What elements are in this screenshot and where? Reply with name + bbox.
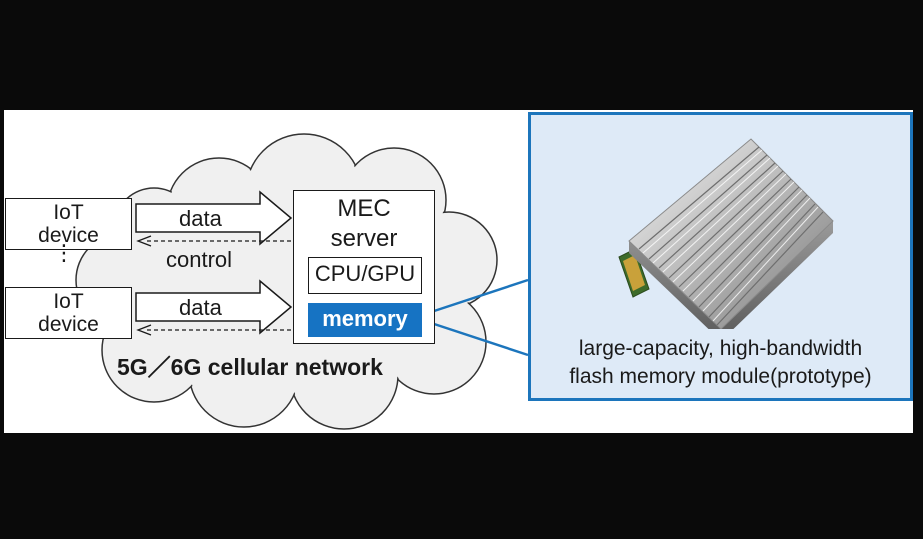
network-label: 5G／6G cellular network [117,354,383,380]
iot-device-box-1: IoT device [5,198,132,250]
control-arrow-2 [136,324,291,336]
memory-module-callout: large-capacity, high-bandwidth flash mem… [528,112,913,401]
module-caption-line2: flash memory module(prototype) [569,365,872,388]
data-label-2: data [179,295,222,320]
diagram-panel: IoT device ⋮ IoT device data control dat… [4,110,913,433]
iot-device-1-line2: device [38,224,99,247]
mec-server-title: MEC server [293,194,435,254]
flash-memory-module-image [618,138,834,329]
ellipsis: ⋮ [53,240,75,265]
module-caption-line1: large-capacity, high-bandwidth [578,337,863,360]
data-arrow-2 [135,279,293,335]
callout-pointer [421,278,529,357]
iot-device-box-2: IoT device [5,287,132,339]
module-caption: large-capacity, high-bandwidth flash mem… [531,335,910,391]
mec-server-title-line1: MEC [337,195,391,222]
data-arrow-1 [135,190,293,246]
iot-device-1-line1: IoT [53,201,84,224]
control-label: control [166,247,233,272]
memory-label: memory [322,306,408,331]
cpu-gpu-label: CPU/GPU [314,261,416,286]
data-label-1: data [179,206,222,231]
cpu-gpu-box: CPU/GPU [308,257,422,294]
control-arrow-1 [136,235,291,247]
memory-box: memory [308,303,422,337]
mec-server-title-line2: server [330,225,398,252]
iot-device-2-line2: device [38,313,99,336]
iot-device-2-line1: IoT [53,290,84,313]
